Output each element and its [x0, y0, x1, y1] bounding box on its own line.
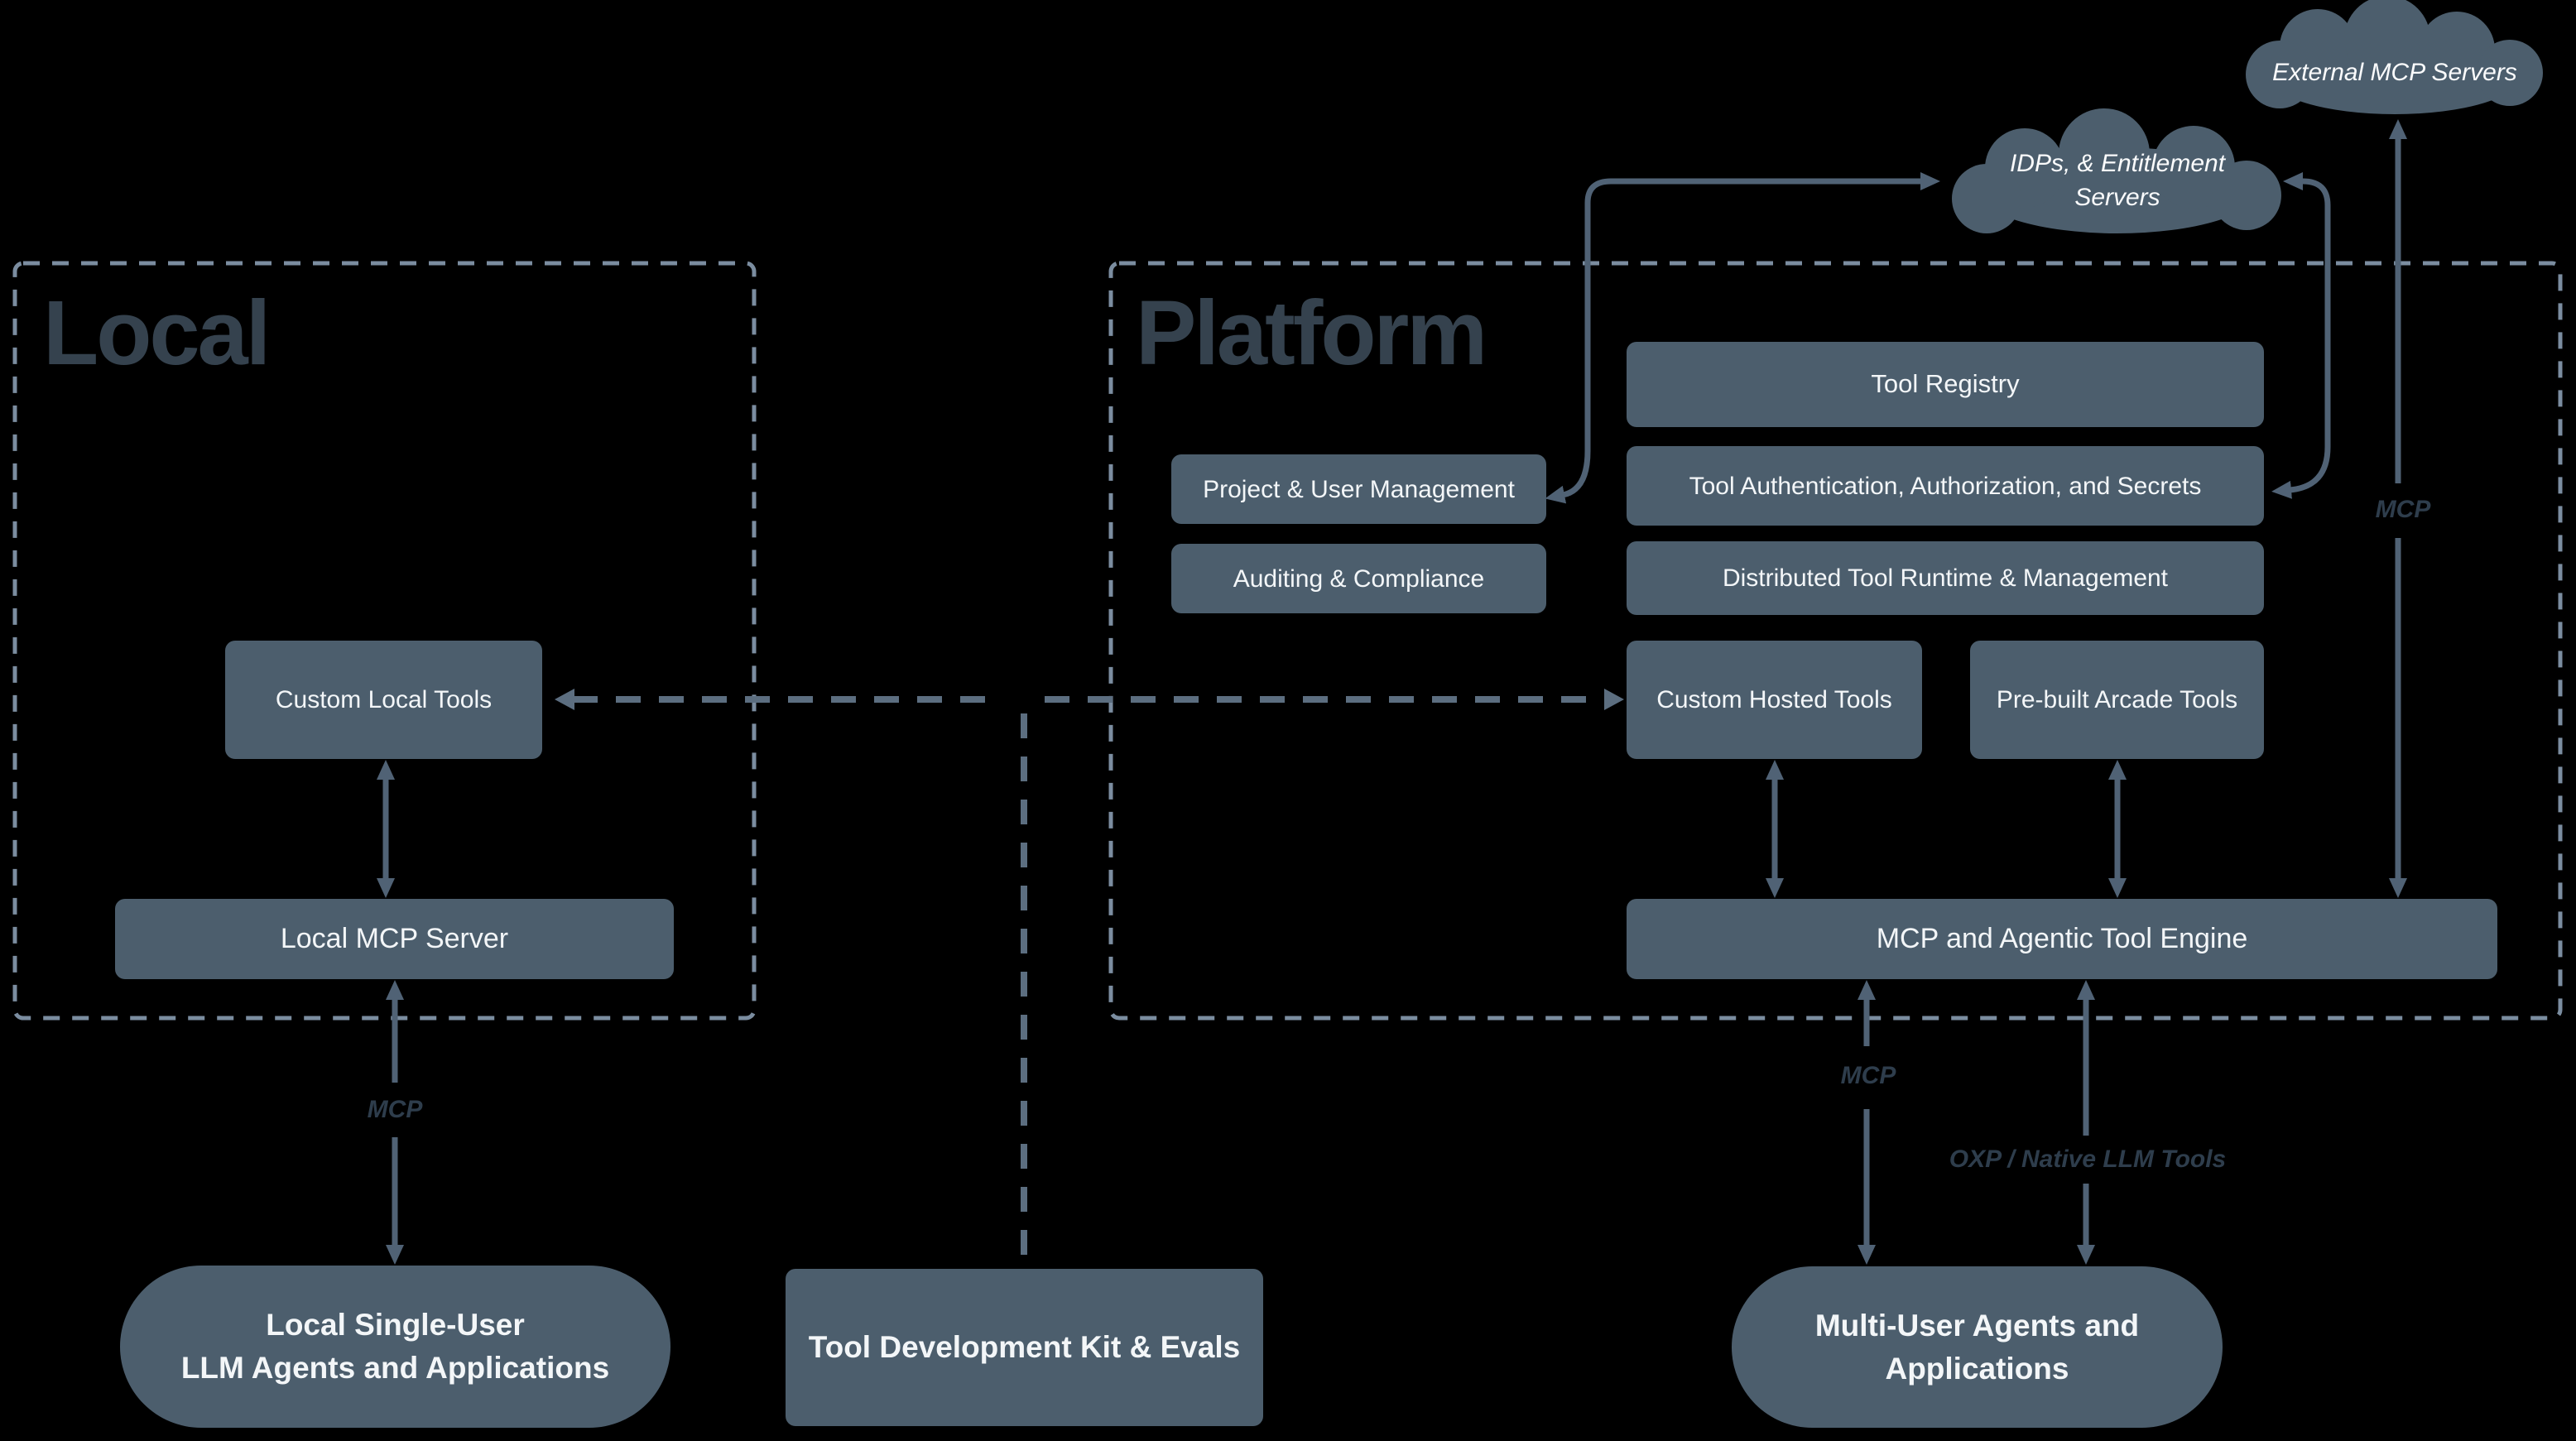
edge-label-mcp-platform: MCP: [1840, 1062, 1896, 1089]
node-multi-user-agents: Multi-User Agents and Applications: [1732, 1266, 2223, 1428]
node-label: Tool Registry: [1871, 369, 2020, 399]
node-label: Multi-User Agents and Applications: [1815, 1304, 2139, 1391]
node-label: Project & User Management: [1203, 475, 1515, 503]
edge-label-mcp-external: MCP: [2375, 496, 2431, 523]
node-label: Custom Local Tools: [275, 686, 493, 713]
node-label: Local Single-User LLM Agents and Applica…: [181, 1304, 609, 1390]
idps-label-line1: IDPs, & Entitlement: [2009, 150, 2226, 177]
node-label-line2: Applications: [1885, 1351, 2069, 1386]
platform-container-border: [1108, 261, 2563, 1021]
local-container-border: [12, 261, 757, 1021]
node-custom-hosted-tools: Custom Hosted Tools: [1627, 641, 1922, 759]
node-label-line2: LLM Agents and Applications: [180, 1351, 610, 1385]
idps-entitlement-servers-cloud: [1952, 108, 2281, 233]
node-tool-registry: Tool Registry: [1627, 342, 2264, 427]
external-mcp-servers-cloud: [2246, 0, 2543, 114]
node-label: Auditing & Compliance: [1233, 564, 1485, 593]
node-label: Custom Hosted Tools: [1656, 686, 1892, 713]
external-mcp-servers-label: External MCP Servers: [2272, 59, 2517, 86]
node-label: MCP and Agentic Tool Engine: [1876, 923, 2248, 955]
node-local-mcp-server: Local MCP Server: [115, 899, 674, 979]
node-project-user-management: Project & User Management: [1171, 454, 1546, 524]
platform-section-title: Platform: [1136, 282, 1487, 384]
node-local-single-user-agents: Local Single-User LLM Agents and Applica…: [120, 1266, 670, 1428]
node-label-line1: Multi-User Agents and: [1814, 1308, 2140, 1343]
idps-entitlement-servers-label: IDPs, & Entitlement Servers: [1960, 147, 2275, 214]
local-section-title: Local: [43, 282, 271, 384]
node-tool-development-kit: Tool Development Kit & Evals: [786, 1269, 1263, 1426]
node-mcp-agentic-tool-engine: MCP and Agentic Tool Engine: [1627, 899, 2497, 979]
idps-label-line2: Servers: [2074, 183, 2160, 211]
node-label: Tool Development Kit & Evals: [808, 1329, 1241, 1364]
edge-label-oxp-native-llm-tools: OXP / Native LLM Tools: [1949, 1146, 2227, 1173]
node-custom-local-tools: Custom Local Tools: [225, 641, 542, 759]
node-label-line1: Local Single-User: [266, 1308, 525, 1343]
node-label: Distributed Tool Runtime & Management: [1722, 564, 2169, 592]
arrow-projectuser-idps: [1545, 172, 1940, 504]
edge-label-mcp-local: MCP: [367, 1096, 423, 1123]
arrow-toolauth-idps: [2271, 172, 2331, 499]
node-label: Local MCP Server: [280, 923, 509, 955]
node-label: Tool Authentication, Authorization, and …: [1689, 472, 2202, 500]
node-tool-authentication: Tool Authentication, Authorization, and …: [1627, 446, 2264, 526]
node-label: Pre-built Arcade Tools: [1996, 686, 2238, 713]
node-prebuilt-arcade-tools: Pre-built Arcade Tools: [1970, 641, 2264, 759]
node-distributed-runtime: Distributed Tool Runtime & Management: [1627, 541, 2264, 615]
node-auditing-compliance: Auditing & Compliance: [1171, 544, 1546, 613]
